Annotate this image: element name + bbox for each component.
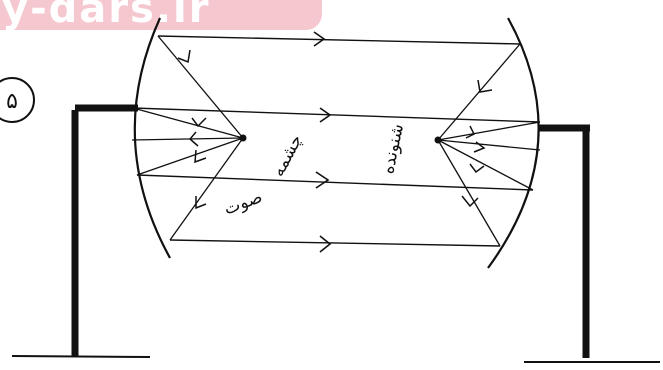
receiver-ray-arrows <box>461 79 493 208</box>
left-reflector <box>133 17 171 259</box>
source-ray-arrows <box>177 49 207 210</box>
parallel-ray-arrows <box>313 31 332 253</box>
parallel-rays <box>132 35 541 247</box>
number-text: ۵ <box>6 89 18 114</box>
source-label-line2: صوت <box>221 187 265 219</box>
right-stand <box>524 124 660 363</box>
receiver-dot <box>434 136 442 144</box>
sound-source-dot <box>239 134 247 142</box>
source-rays <box>131 35 244 241</box>
left-stand <box>11 104 151 358</box>
receiver-label: شنونده <box>378 122 408 176</box>
source-label-line1: چشمه <box>268 131 307 180</box>
number-circle <box>0 77 35 123</box>
right-reflector <box>487 17 540 269</box>
watermark-text: y-dars.ir <box>2 0 211 32</box>
receiver-rays <box>437 43 541 247</box>
watermark: y-dars.ir <box>0 0 322 32</box>
problem-number: ۵ <box>0 77 35 123</box>
